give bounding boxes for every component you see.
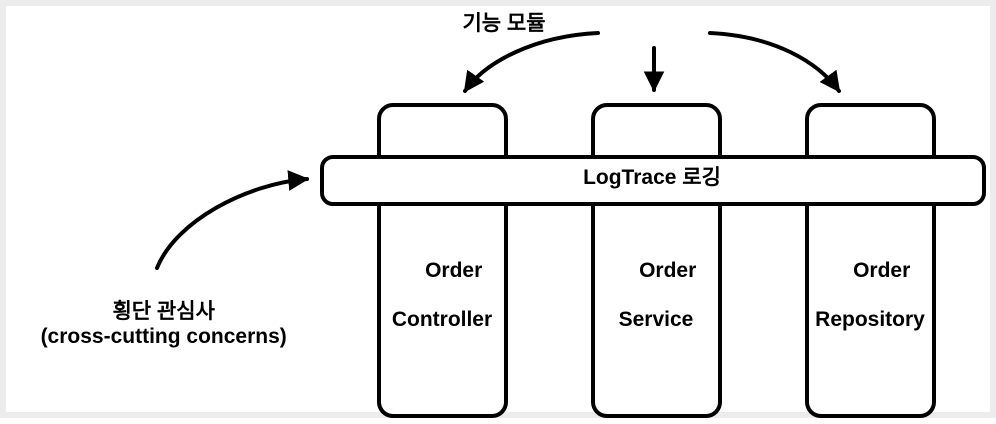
cross-cutting-label-line2: (cross-cutting concerns) — [40, 324, 287, 348]
cross-cutting-concerns-label: 횡단 관심사 (cross-cutting concerns) — [17, 275, 287, 374]
module-column-label-order-repository: Order Repository — [815, 234, 925, 383]
logtrace-bar-label: LogTrace 로깅 — [583, 166, 721, 189]
cross-cutting-label-line1: 횡단 관심사 — [112, 299, 215, 323]
diagram-vector-layer — [155, 31, 986, 418]
arrow-to-logtrace-bar — [155, 170, 310, 270]
feature-module-label: 기능 모듈 — [462, 12, 546, 35]
arrow-to-order-repository — [708, 31, 841, 93]
module-column-label-order-service: Order Service — [616, 234, 697, 383]
module-column-label-order-controller: Order Controller — [392, 234, 492, 383]
module-column-label-line1: Order — [425, 258, 483, 282]
module-column-label-line2: Repository — [815, 308, 925, 332]
logtrace-bar — [320, 155, 986, 206]
arrow-to-order-controller — [463, 31, 600, 93]
module-column-label-line1: Order — [639, 258, 697, 282]
module-column-label-line1: Order — [853, 258, 911, 282]
module-column-label-line2: Service — [618, 308, 694, 332]
module-column-label-line2: Controller — [391, 308, 493, 332]
